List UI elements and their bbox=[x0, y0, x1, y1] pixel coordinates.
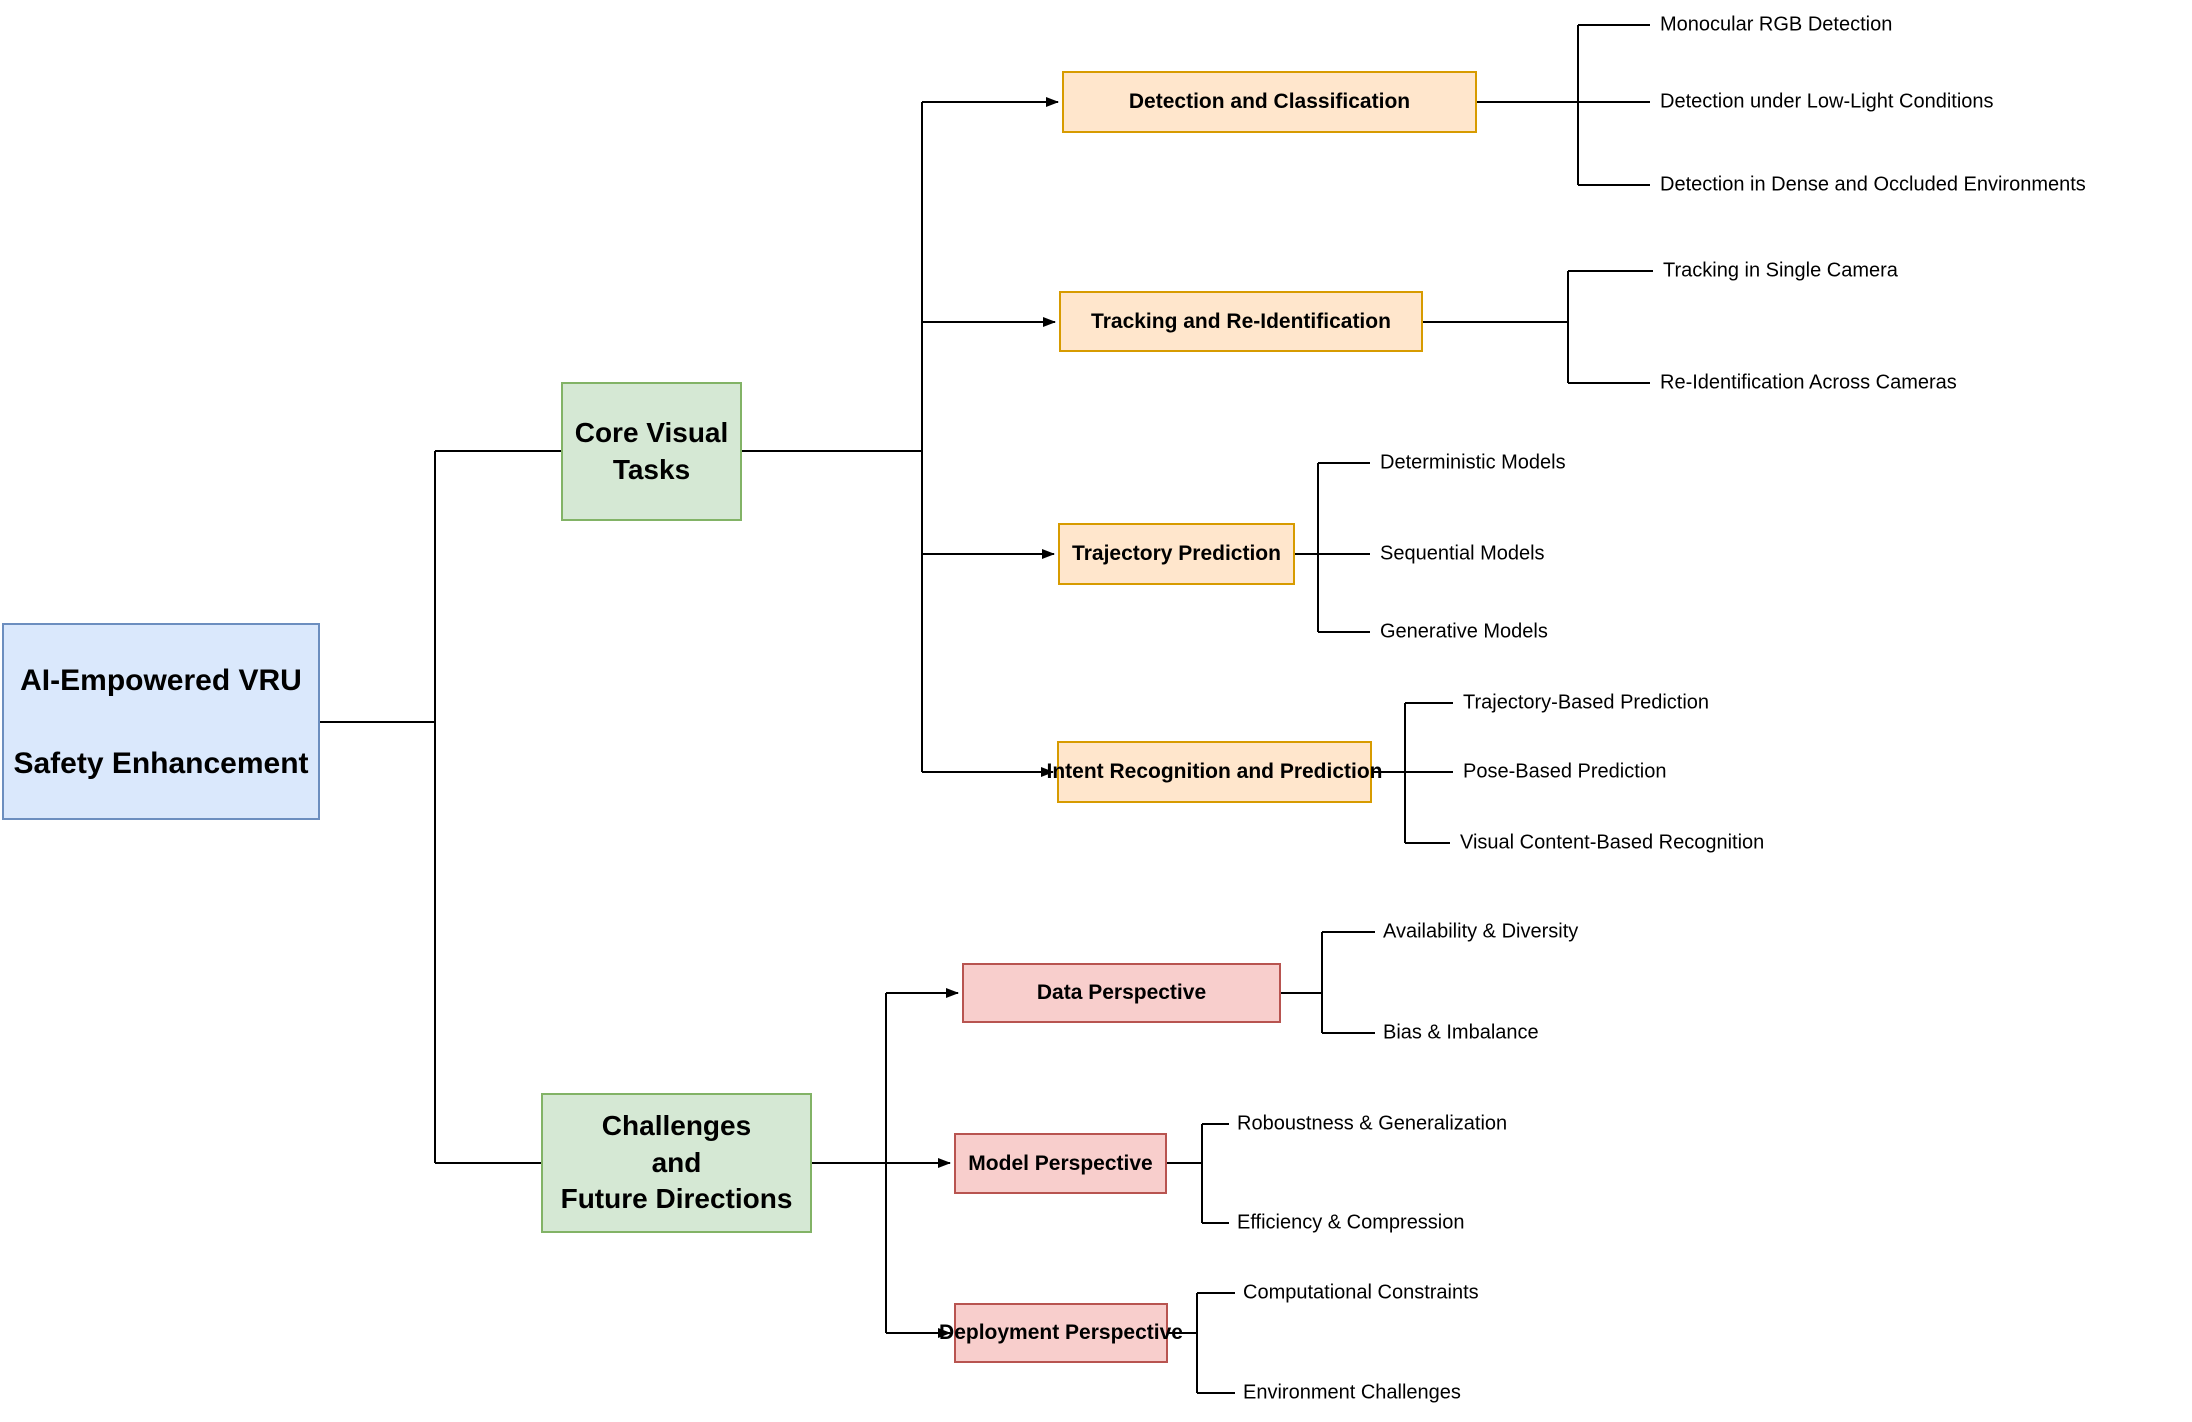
node-label: Core Visual Tasks bbox=[574, 417, 729, 485]
node-label: Tracking and Re-Identification bbox=[1091, 309, 1391, 333]
node-label: Model Perspective bbox=[968, 1151, 1153, 1175]
node-label: Detection and Classification bbox=[1128, 90, 1411, 114]
leaf-computational-constraints: Computational Constraints bbox=[1243, 1281, 1479, 1304]
root-title-line1: AI-Empowered VRU bbox=[20, 663, 302, 697]
leaf-efficiency-compression: Efficiency & Compression bbox=[1237, 1211, 1465, 1234]
leaf-sequential-models: Sequential Models bbox=[1380, 542, 1545, 565]
leaf-bias-imbalance: Bias & Imbalance bbox=[1383, 1021, 1539, 1044]
leaf-trajectory-based-prediction: Trajectory-Based Prediction bbox=[1463, 691, 1710, 714]
root-title-line2: Safety Enhancement bbox=[13, 746, 309, 780]
leaf-reid-across-cameras: Re-Identification Across Cameras bbox=[1660, 371, 1957, 394]
node-challenges-future-directions: Challenges and Future Directions bbox=[541, 1093, 812, 1233]
leaf-generative-models: Generative Models bbox=[1380, 620, 1548, 643]
node-detection-classification: Detection and Classification bbox=[1062, 71, 1477, 133]
node-label: Deployment Perspective bbox=[939, 1321, 1183, 1345]
leaf-low-light-detection: Detection under Low-Light Conditions bbox=[1660, 90, 1994, 113]
node-label: Intent Recognition and Prediction bbox=[1046, 760, 1383, 784]
node-core-visual-tasks: Core Visual Tasks bbox=[561, 382, 742, 521]
node-trajectory-prediction: Trajectory Prediction bbox=[1058, 523, 1295, 585]
node-intent-recognition: Intent Recognition and Prediction bbox=[1047, 741, 1383, 803]
node-data-perspective: Data Perspective bbox=[962, 963, 1281, 1023]
leaf-deterministic-models: Deterministic Models bbox=[1380, 451, 1566, 474]
leaf-pose-based-prediction: Pose-Based Prediction bbox=[1463, 760, 1667, 783]
node-label: Challenges and Future Directions bbox=[560, 1110, 793, 1215]
leaf-robustness-generalization: Roboustness & Generalization bbox=[1237, 1112, 1508, 1135]
node-label: Data Perspective bbox=[1036, 981, 1207, 1005]
leaf-availability-diversity: Availability & Diversity bbox=[1383, 920, 1579, 943]
node-model-perspective: Model Perspective bbox=[954, 1133, 1167, 1194]
leaf-dense-occluded-detection: Detection in Dense and Occluded Environm… bbox=[1660, 173, 2086, 196]
leaf-visual-content-recognition: Visual Content-Based Recognition bbox=[1460, 831, 1765, 854]
leaf-monocular-rgb-detection: Monocular RGB Detection bbox=[1660, 13, 1893, 36]
node-label: Trajectory Prediction bbox=[1072, 542, 1281, 566]
leaf-tracking-single-camera: Tracking in Single Camera bbox=[1663, 259, 1898, 282]
node-deployment-perspective: Deployment Perspective bbox=[939, 1303, 1183, 1363]
node-root: AI-Empowered VRU Safety Enhancement bbox=[2, 623, 320, 820]
leaf-environment-challenges: Environment Challenges bbox=[1243, 1381, 1461, 1404]
node-tracking-reid: Tracking and Re-Identification bbox=[1059, 291, 1423, 352]
